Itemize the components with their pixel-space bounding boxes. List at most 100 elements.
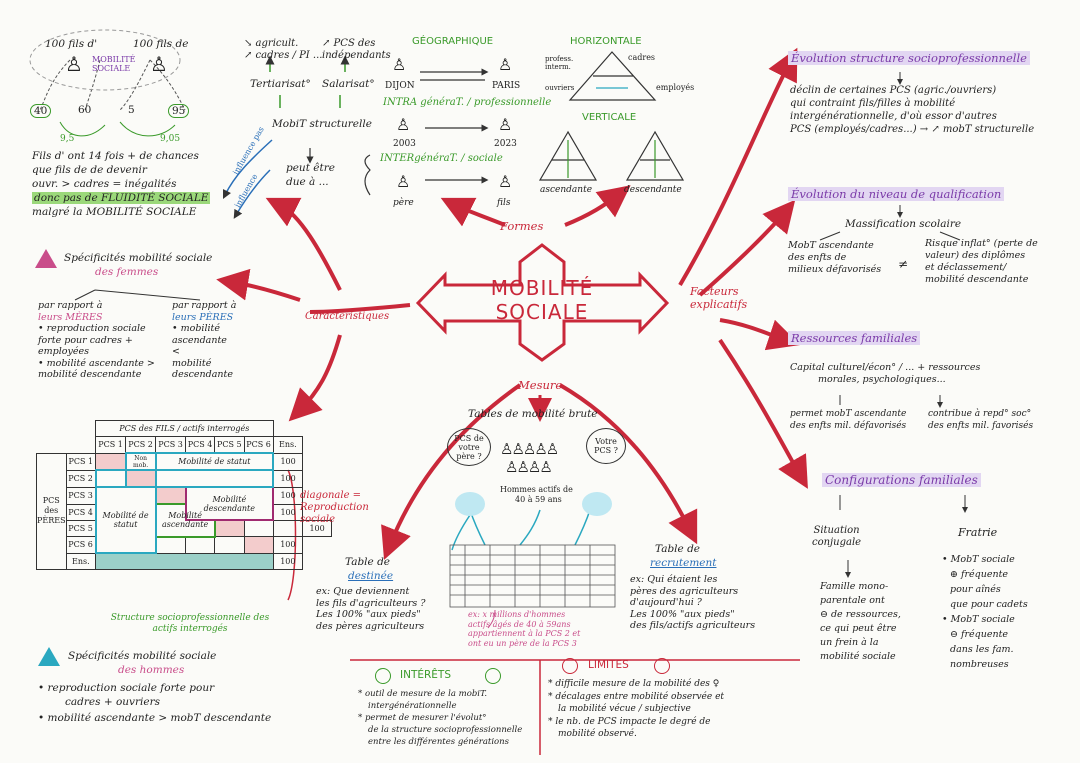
mob-structurelle: MobiT structurelle <box>272 118 372 130</box>
col-header: PCS 4 <box>185 436 216 454</box>
table-cell <box>243 519 274 537</box>
configurations-title: Configurations familiales <box>822 473 981 487</box>
table-recrutement-title-2: recrutement <box>650 557 717 569</box>
massification-label: Massification scolaire <box>845 218 962 230</box>
row-header: Ens. <box>65 552 97 570</box>
cadres-pi: ↗ cadres / PI ... <box>244 50 323 61</box>
row-header: PCS 4 <box>65 503 97 521</box>
count-40: 40 <box>30 104 52 118</box>
speech-bubble: PCS de votre père ? <box>447 428 491 466</box>
tertiarisation: Tertiarisat° <box>250 78 311 90</box>
row-header: PCS 3 <box>65 486 97 505</box>
mesure-title: Tables de mobilité brute <box>468 408 598 420</box>
fils-label-2: 100 fils de <box>133 38 189 50</box>
hommes-line-2: cadres + ouvriers <box>65 696 160 708</box>
geo-title: GÉOGRAPHIQUE <box>412 36 494 47</box>
person-icon: ♙ <box>498 55 513 74</box>
due-a: due à ... <box>286 176 329 188</box>
table-destinee-title-2: destinée <box>348 570 394 582</box>
table-cell <box>66 437 96 454</box>
col-header: PCS 2 <box>125 436 157 454</box>
table-cell: Mobilité de statut <box>94 486 157 554</box>
fluidite-line-4: donc pas de FLUIDITÉ SOCIALE <box>32 192 211 204</box>
row-header: PCS 2 <box>65 469 97 488</box>
person-icon: ♙ <box>498 172 513 191</box>
side-label: PCS des PÈRES <box>36 452 67 570</box>
table-cell <box>243 536 274 554</box>
smile-icon <box>485 668 501 684</box>
ascendante-label: ascendante <box>540 185 593 195</box>
table-cell <box>95 452 127 471</box>
hommes-line-3: • mobilité ascendante > mobT descendante <box>38 712 272 724</box>
fluidite-line-2: que fils de de devenir <box>32 164 147 176</box>
row-header: PCS 1 <box>65 452 97 471</box>
table-cell: 100 <box>272 452 304 471</box>
row-header: PCS 5 <box>65 519 97 537</box>
table-cell <box>66 421 96 437</box>
year-2003: 2003 <box>393 139 416 149</box>
age-range: 40 à 59 ans <box>515 495 562 504</box>
interets-title: INTÉRÊTS <box>400 669 452 681</box>
peut-etre: peut être <box>286 162 335 174</box>
warning-icon <box>35 249 57 268</box>
table-cell: 100 <box>272 469 304 488</box>
worker-icon: ♙ <box>65 52 83 76</box>
col-header: PCS 6 <box>243 436 274 454</box>
paris-label: PARIS <box>492 81 521 91</box>
table-cell <box>37 437 67 454</box>
arrow-to-facteurs <box>678 47 798 287</box>
table-recrutement-title: Table de <box>655 543 701 555</box>
table-header: PCS des FILS / actifs interrogés <box>95 420 274 437</box>
table-destinee-title: Table de <box>345 556 391 568</box>
center-title-box: MOBILITÉ SOCIALE <box>418 258 666 348</box>
vertical-triangles <box>538 130 685 181</box>
person-icon: ♙ <box>392 55 407 74</box>
frown-icon <box>654 658 670 674</box>
smile-icon <box>375 668 391 684</box>
fluidite-line-3: ouvr. > cadres = inégalités <box>32 178 177 190</box>
year-2023: 2023 <box>494 139 517 149</box>
table-cell <box>155 486 187 505</box>
table-cell: 100 <box>272 486 304 505</box>
fratrie-label: Fratrie <box>958 526 998 539</box>
ressources-title: Ressources familiales <box>788 331 921 345</box>
hommes-title-2: des hommes <box>118 664 185 676</box>
ouvriers-label: ouvriers <box>545 84 575 92</box>
table-cell <box>154 469 275 488</box>
famille-mono-note: Famille mono-parentale ont ⊖ de ressourc… <box>820 581 901 662</box>
ratio-1: 9,5 <box>60 134 75 144</box>
pcs-indep: ↗ PCS des <box>322 38 376 49</box>
table-cell: Mobilité ascendante <box>154 503 216 538</box>
table-cell <box>155 536 187 554</box>
fluidite-line-5: malgré la MOBILITÉ SOCIALE <box>32 206 197 218</box>
structure-note: Structure socioprofessionnelle des actif… <box>110 613 270 634</box>
table-cell <box>95 552 274 570</box>
thought-cloud <box>455 492 485 516</box>
fils-label: fils <box>497 198 511 208</box>
person-icon: ♙ <box>396 172 411 191</box>
cadres-label: cadres <box>628 53 656 62</box>
femmes-title-2: des femmes <box>95 266 159 278</box>
thought-cloud <box>582 492 612 516</box>
ratio-2: 9,05 <box>160 134 181 144</box>
warning-icon <box>38 647 60 666</box>
employes-label: employés <box>656 83 695 92</box>
limites-list: * difficile mesure de la mobilité des ♀*… <box>548 679 725 739</box>
table-cell: Non mob. <box>124 452 157 471</box>
capital-note: Capital culturel/écon° / ... + ressource… <box>790 362 981 385</box>
salarisation: Salarisat° <box>322 78 375 90</box>
person-icon: ♙ <box>498 115 513 134</box>
table-cell <box>37 421 67 437</box>
table-cell: 100 <box>272 503 304 521</box>
profs-label: profess. interm. <box>545 55 574 71</box>
speech-bubble: Votre PCS ? <box>586 428 626 464</box>
fils-label-1: 100 fils d' <box>45 38 98 50</box>
contribue-note: contribue à repd° soc°des enfts mil. fav… <box>928 409 1034 431</box>
hommes-actifs: Hommes actifs de <box>500 485 573 494</box>
verticale-title: VERTICALE <box>582 112 637 123</box>
interets-list: * outil de mesure de la mobiT.intergénér… <box>358 689 523 747</box>
